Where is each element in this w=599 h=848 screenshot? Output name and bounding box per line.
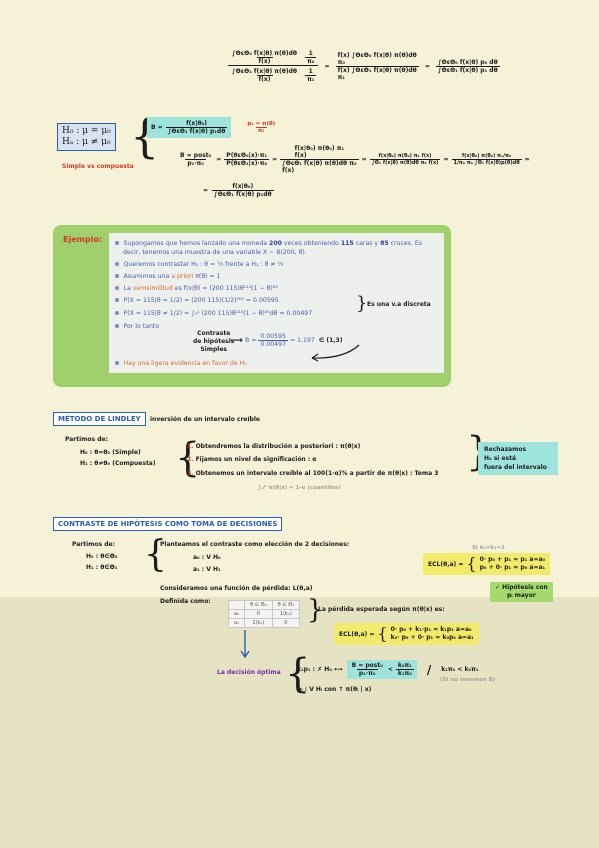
lindley-brace: { xyxy=(175,435,201,481)
lindley-note: ∫ₐᵇ π(θ|x) = 1-α (cuantiles) xyxy=(258,485,341,491)
h0-statement: H₀ : μ = μ₀ xyxy=(62,126,111,136)
lindley-subtitle: inversión de un intervalo creíble xyxy=(150,416,260,423)
decision-brace: { xyxy=(144,534,167,575)
ha-statement: Hₐ : μ ≠ μ₀ xyxy=(62,137,111,147)
evidence-arrow xyxy=(311,344,360,362)
loss-table: θ ∈ Θ₀ θ ∈ Θ₁ a₀ 0 1(k₀) a₁ 1(k₁) 0 xyxy=(227,600,301,628)
contraste-note: Contraste de hipótesis Simples xyxy=(193,330,235,353)
example-item: Hay una ligera evidencia en favor de H₀ xyxy=(115,360,247,367)
decision-perdida: La pérdida esperada según π(θ|x) es: xyxy=(318,606,445,613)
decision-h1: H₁ : θ∈Θ₁ xyxy=(86,564,118,571)
lindley-h1: H₁ : θ≠θ₀ (Compuesta) xyxy=(80,460,156,467)
example-item: P(X = 115|θ = 1/2) = (200 115)(1/2)²⁰⁰ ≈… xyxy=(115,297,279,304)
decision-a1: a₁ : V H₁ xyxy=(193,566,221,573)
optima-row-2: pᵢ : V Hᵢ con ↑ π(θᵢ | x) xyxy=(297,686,372,693)
lindley-title: MÉTODO DE LINDLEY xyxy=(53,412,146,426)
optima-brace: { xyxy=(285,651,311,697)
example-item: La verosimilitud es f(x|θ) = (200 115)θ¹… xyxy=(115,285,278,292)
lindley-conclusion: Rechazamos H₀ si está fuera del interval… xyxy=(478,442,558,475)
page-lower-band xyxy=(0,597,599,848)
example-item: Supongamos que hemos lanzado una moneda … xyxy=(115,240,422,247)
hypothesis-box: H₀ : μ = μ₀ Hₐ : μ ≠ μ₀ xyxy=(57,123,116,151)
decision-h0: H₀ : θ∈Θ₀ xyxy=(86,553,118,560)
decision-plant: Planteamos el contraste como elección de… xyxy=(160,541,350,548)
table-brace: } xyxy=(307,595,324,625)
example-item: Queremos contrastar H₀ : θ = ½ frente a … xyxy=(115,261,283,268)
decision-title: CONTRASTE DE HIPÓTESIS COMO TOMA DE DECI… xyxy=(53,517,283,531)
decision-a0: a₀ : V H₀ xyxy=(193,554,221,561)
contraste-arrow: ⟶ xyxy=(230,336,243,346)
down-arrow xyxy=(240,630,250,659)
decision-si-note: Si k₀=k₁=1 xyxy=(472,545,505,551)
example-item: Asumimos una a priori π(θ) = 1 xyxy=(115,273,221,280)
hipotesis-mayor-box: ✓ Hipótesis con pᵢ mayor xyxy=(490,582,553,602)
lindley-partimos: Partimos de: xyxy=(65,436,108,443)
example-panel: Ejemplo: Supongamos que hemos lanzado un… xyxy=(53,225,451,387)
example-item: Por lo tanto xyxy=(115,323,159,330)
simple-vs-compuesta-label: Simple vs compuesta xyxy=(62,163,134,170)
discrete-brace: } xyxy=(356,293,368,314)
decision-optima: La decisión óptima xyxy=(217,669,281,676)
decision-consider: Consideramos una función de pérdida: L(θ… xyxy=(160,585,313,592)
optima-note: (Si no tenemos B) xyxy=(440,677,496,683)
lindley-step: 3. Obtenemos un intervalo creíble al 100… xyxy=(187,470,439,477)
lindley-h0: H₀ : θ=θ₀ (Simple) xyxy=(80,449,141,456)
decision-definida: Definida como: xyxy=(160,598,211,605)
example-title: Ejemplo: xyxy=(63,235,103,244)
lindley-step: 1. Obtendremos la distribución a posteri… xyxy=(187,443,361,450)
bayes-factor-result: = f(x|θ₀)∫ΘεΘ₁ f(x|θ) p₁dθ xyxy=(203,183,274,198)
decision-partimos: Partimos de: xyxy=(72,541,115,548)
lindley-step: 2. Fijamos un nivel de significación : α xyxy=(187,456,317,463)
example-item: P(X = 115|θ ≠ 1/2) = ∫₀¹ (200 115)θ¹¹⁵(1… xyxy=(115,310,312,317)
discrete-note: Es una v.a discreta xyxy=(367,301,431,308)
example-content: Supongamos que hemos lanzado una moneda … xyxy=(109,233,444,373)
example-item: decir, tenemos una muestra de una variab… xyxy=(123,249,307,256)
bayes-factor-box: B = f(x|θ₀)∫ΘεΘ₁ f(x|θ) p₁dθ p₁ = π(θ)π₁ xyxy=(147,117,277,138)
loss-table-wrap: θ ∈ Θ₀ θ ∈ Θ₁ a₀ 0 1(k₀) a₁ 1(k₁) 0 xyxy=(227,600,301,628)
